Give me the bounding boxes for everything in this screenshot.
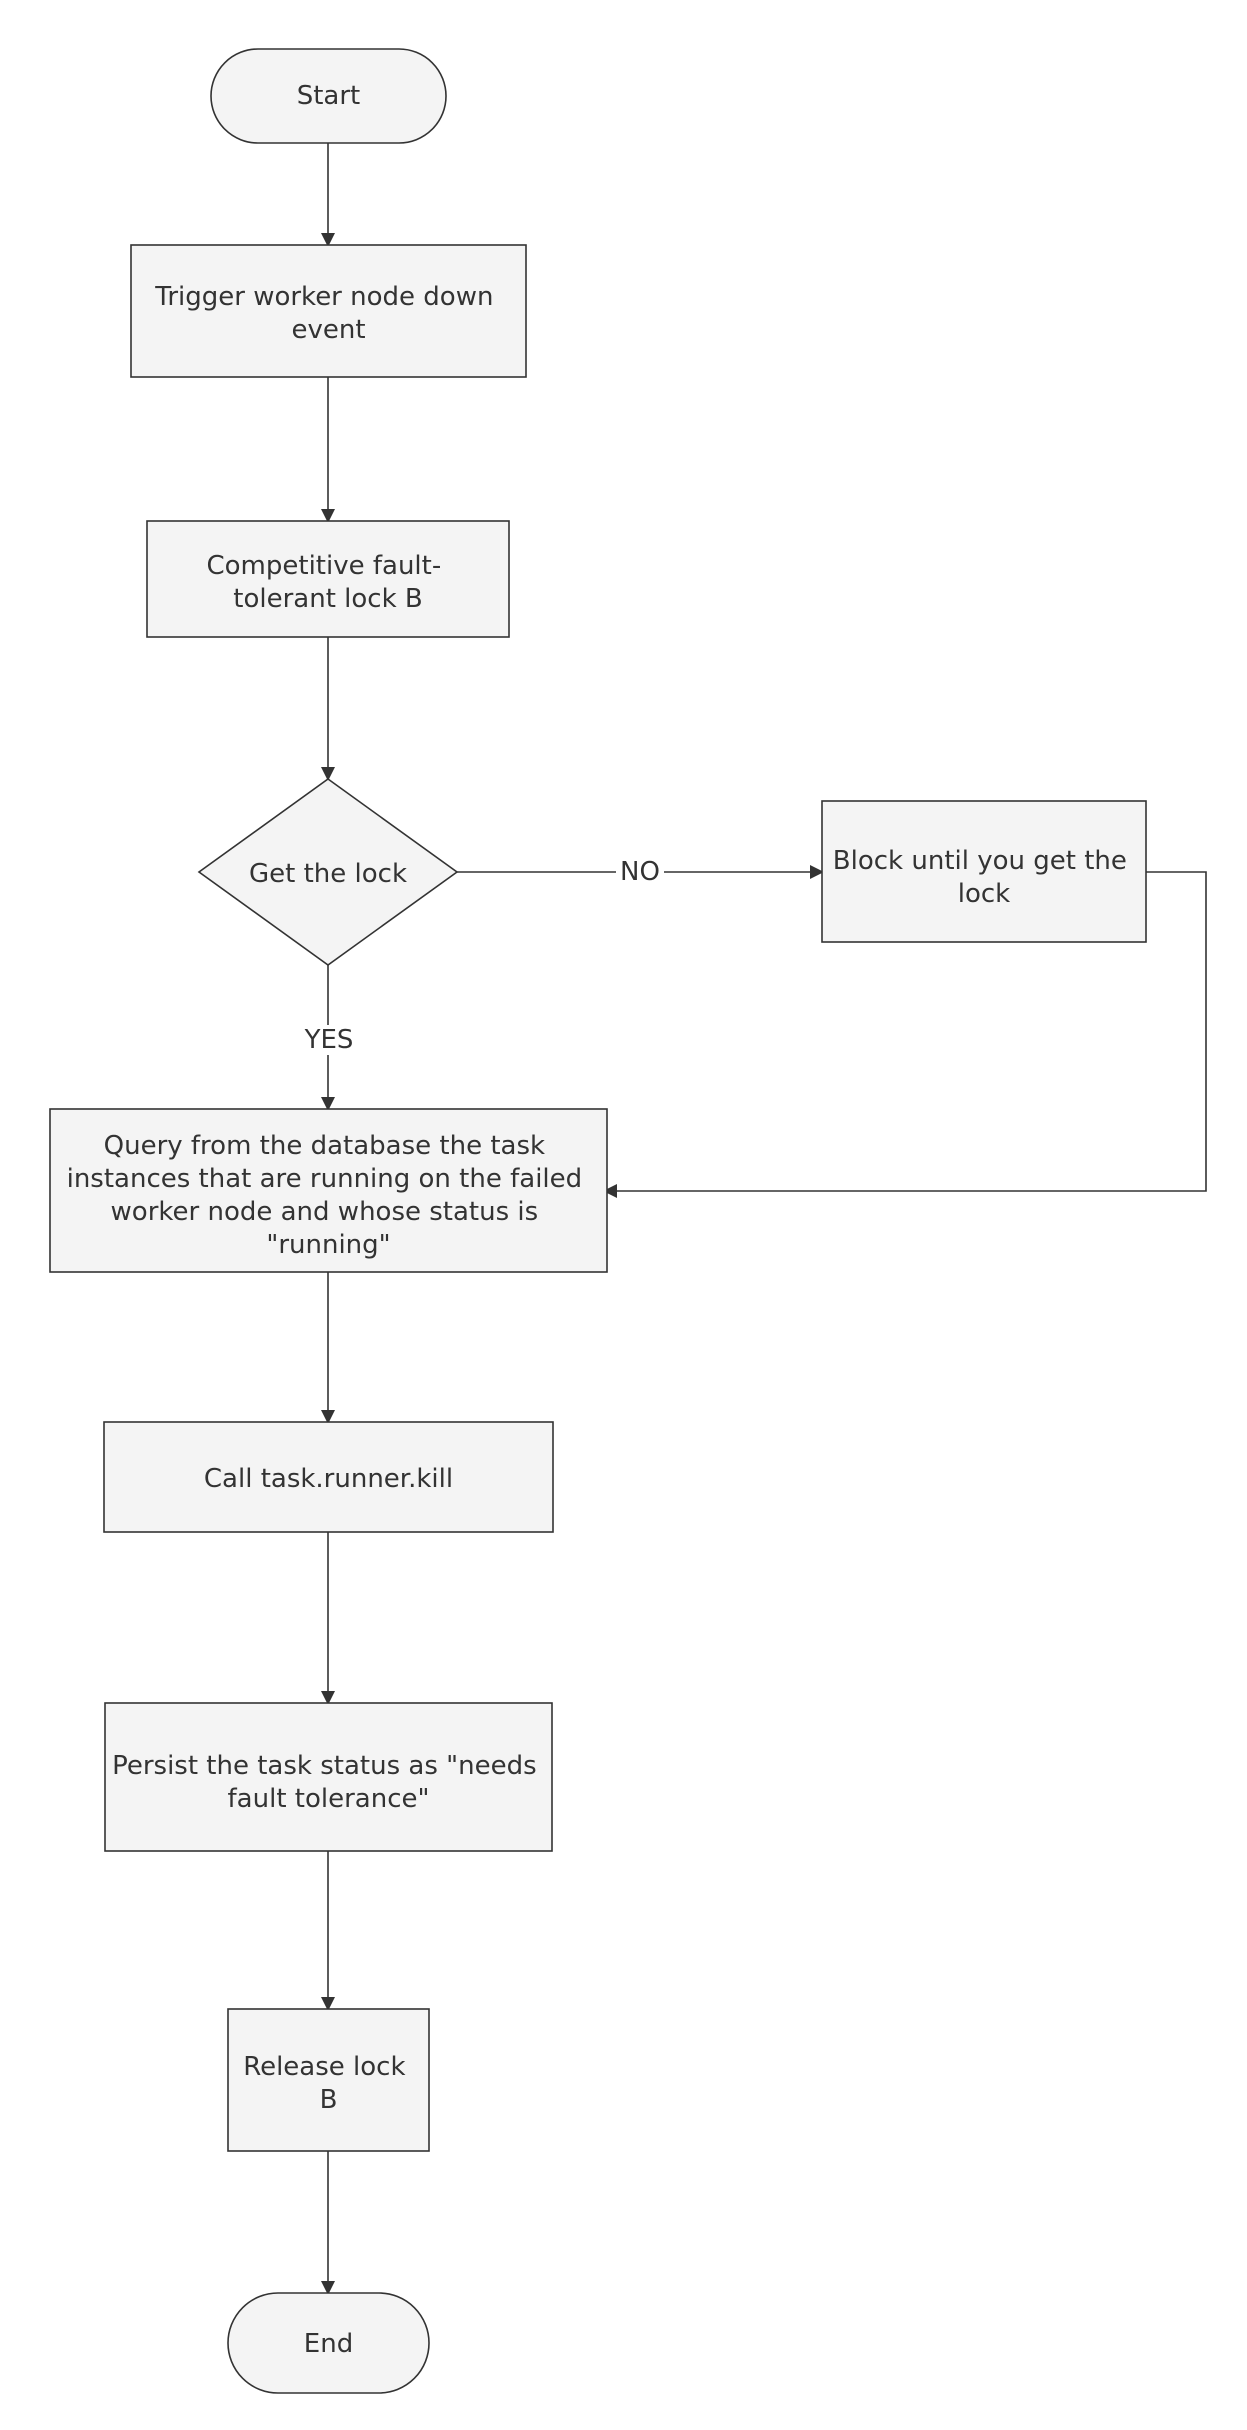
query-node-line-1: Query from the database the task xyxy=(104,1131,545,1161)
block-node-shape xyxy=(821,800,1147,943)
compete-node-shape xyxy=(146,520,510,638)
query-node-shape xyxy=(49,1108,608,1273)
release-node: Release lock B xyxy=(227,2008,430,2152)
yes-label-background xyxy=(301,1025,357,1055)
release-node-shape xyxy=(227,2008,430,2152)
trigger-node-label: Trigger worker node down event xyxy=(154,282,501,345)
decision-node: Get the lock xyxy=(197,778,459,966)
start-node-label: Start xyxy=(297,81,361,111)
decision-node-shape xyxy=(197,778,459,966)
compete-node-label: Competitive fault- tolerant lock B xyxy=(206,551,449,614)
edge-block-to-query xyxy=(603,871,1207,1198)
block-node-line-2: lock xyxy=(958,879,1010,909)
persist-node-label: Persist the task status as "needs fault … xyxy=(112,1751,545,1814)
trigger-node-line-2: event xyxy=(291,315,365,345)
persist-node-line-1: Persist the task status as "needs xyxy=(112,1751,537,1781)
yes-label: YES xyxy=(304,1025,354,1055)
edge-labels: NO YES xyxy=(301,857,664,1055)
start-node-shape xyxy=(210,48,447,144)
kill-node-shape xyxy=(103,1421,554,1533)
block-node: Block until you get the lock xyxy=(821,800,1147,943)
trigger-node-line-1: Trigger worker node down xyxy=(154,282,493,312)
compete-node-line-1: Competitive fault- xyxy=(206,551,441,581)
query-node-line-4: "running" xyxy=(266,1230,390,1260)
trigger-node: Trigger worker node down event xyxy=(130,244,527,378)
block-node-label: Block until you get the lock xyxy=(833,846,1135,909)
end-node-label: End xyxy=(304,2329,353,2359)
no-label-background xyxy=(616,857,664,887)
compete-node-line-2: tolerant lock B xyxy=(233,584,422,614)
persist-node-shape xyxy=(104,1702,553,1852)
query-node-line-2: instances that are running on the failed xyxy=(67,1164,583,1194)
kill-node: Call task.runner.kill xyxy=(103,1421,554,1533)
trigger-node-shape xyxy=(130,244,527,378)
query-node: Query from the database the task instanc… xyxy=(49,1108,608,1273)
start-node: Start xyxy=(210,48,447,144)
no-label: NO xyxy=(620,857,660,887)
release-node-line-2: B xyxy=(320,2085,338,2115)
end-node-shape xyxy=(227,2292,430,2394)
query-node-label: Query from the database the task instanc… xyxy=(67,1131,591,1260)
persist-node: Persist the task status as "needs fault … xyxy=(104,1702,553,1852)
compete-node: Competitive fault- tolerant lock B xyxy=(146,520,510,638)
kill-node-label: Call task.runner.kill xyxy=(204,1464,453,1494)
release-node-label: Release lock B xyxy=(243,2052,414,2115)
persist-node-line-2: fault tolerance" xyxy=(228,1784,430,1814)
query-node-line-3: worker node and whose status is xyxy=(111,1197,539,1227)
end-node: End xyxy=(227,2292,430,2394)
block-node-line-1: Block until you get the xyxy=(833,846,1127,876)
decision-node-label: Get the lock xyxy=(249,859,407,889)
release-node-line-1: Release lock xyxy=(243,2052,405,2082)
